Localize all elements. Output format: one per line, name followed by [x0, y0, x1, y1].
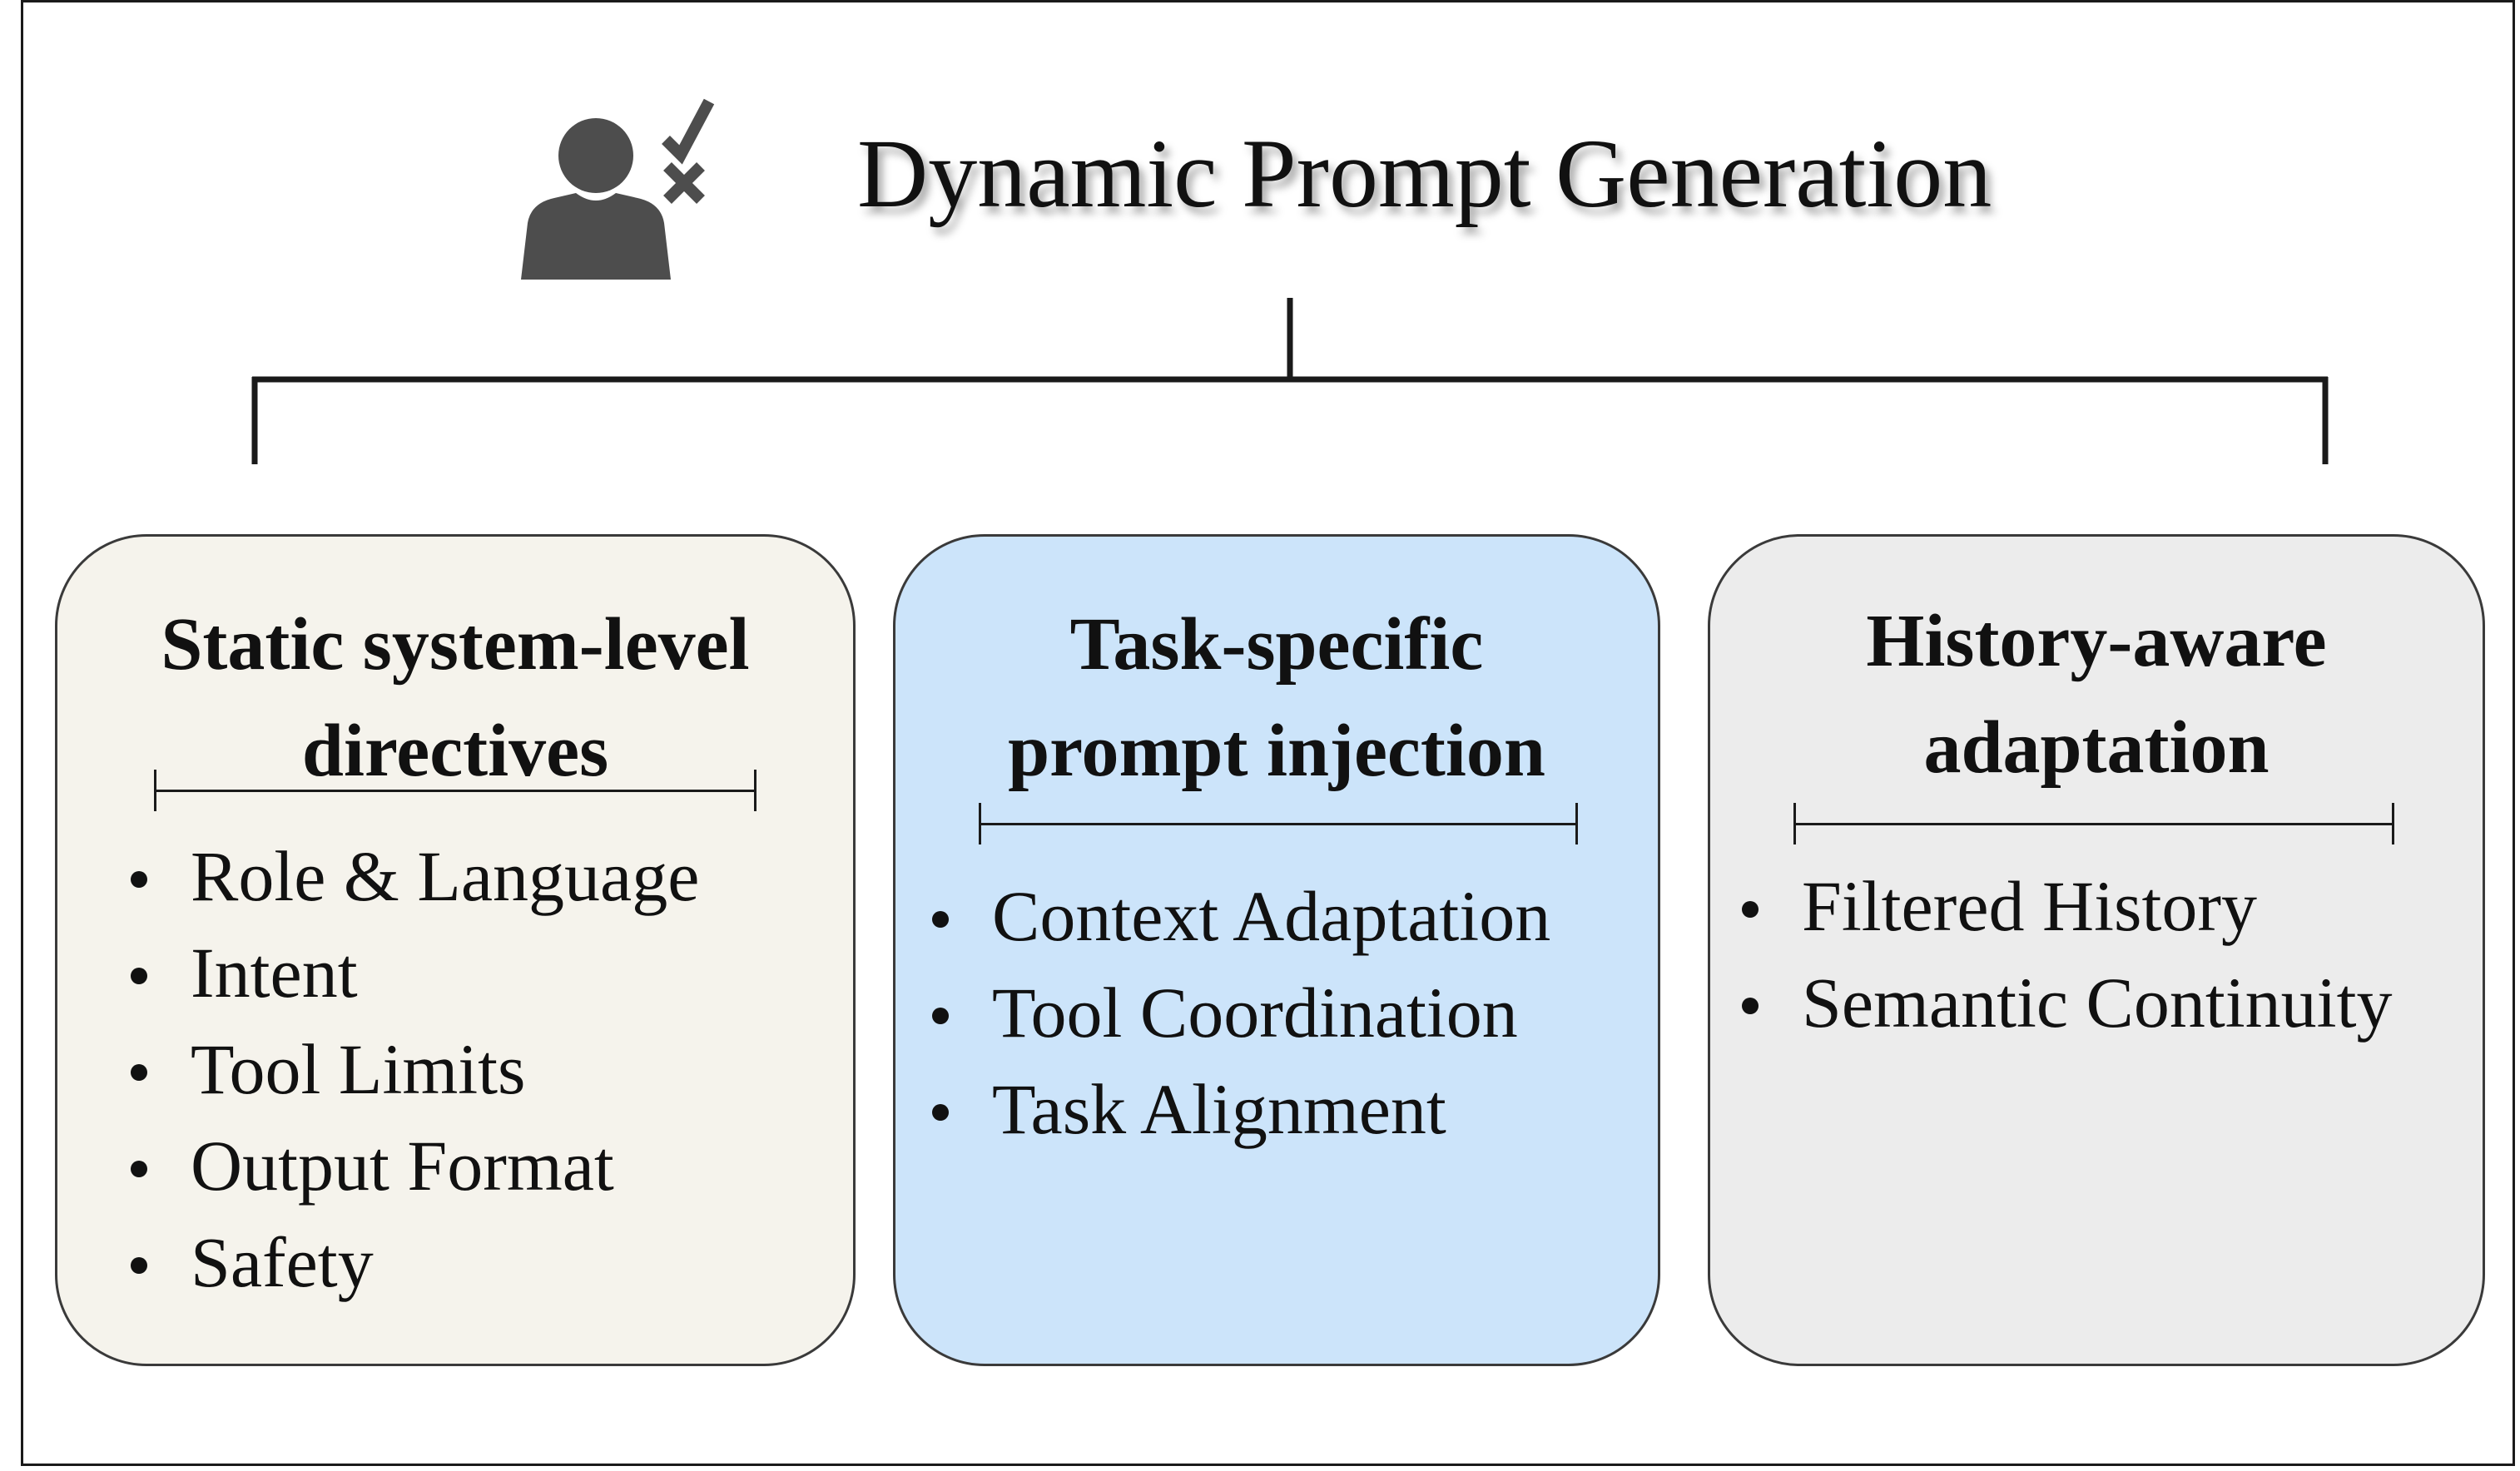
list-item: Task Alignment [900, 1061, 1550, 1157]
bullet-list: Context Adaptation Tool Coordination Tas… [900, 868, 1550, 1157]
bullet-icon [131, 1257, 147, 1274]
card-title-line: prompt injection [1008, 710, 1545, 792]
bullet-icon [1742, 998, 1759, 1014]
list-item-text: Tool Coordination [992, 973, 1518, 1052]
card-title-line: directives [301, 710, 609, 792]
card-divider [154, 770, 756, 811]
diagram-frame [21, 0, 2515, 1466]
list-item: Output Format [99, 1117, 699, 1214]
list-item: Role & Language [99, 828, 699, 924]
bullet-icon [932, 911, 949, 928]
list-item: Safety [99, 1214, 699, 1310]
list-item: Tool Coordination [900, 964, 1550, 1061]
list-item-text: Intent [191, 933, 358, 1013]
list-item-text: Filtered History [1802, 866, 2257, 946]
list-item: Context Adaptation [900, 868, 1550, 964]
list-item-text: Semantic Continuity [1802, 963, 2393, 1043]
list-item-text: Tool Limits [191, 1029, 526, 1109]
bullet-icon [131, 1161, 147, 1177]
card-title: Static system-level directives [57, 592, 853, 805]
list-item: Semantic Continuity [1710, 954, 2392, 1051]
diagram-title: Dynamic Prompt Generation [857, 119, 1992, 228]
list-item-text: Safety [191, 1222, 374, 1302]
card-history-adaptation: History-aware adaptation Filtered Histor… [1708, 534, 2485, 1366]
card-divider [979, 803, 1578, 844]
card-divider [1793, 803, 2394, 844]
bullet-icon [131, 1064, 147, 1081]
card-title-line: adaptation [1923, 706, 2269, 789]
card-static-directives: Static system-level directives Role & La… [55, 534, 856, 1366]
bullet-icon [131, 968, 147, 984]
list-item-text: Context Adaptation [992, 876, 1551, 956]
bullet-icon [932, 1008, 949, 1024]
list-item-text: Task Alignment [992, 1069, 1446, 1149]
person-check-cross-icon [521, 98, 715, 280]
list-item-text: Output Format [191, 1126, 614, 1206]
bullet-icon [932, 1104, 949, 1121]
card-title-line: Static system-level [161, 603, 750, 686]
list-item-text: Role & Language [191, 836, 700, 916]
bullet-list: Role & Language Intent Tool Limits Outpu… [99, 828, 699, 1310]
card-title: Task-specific prompt injection [895, 592, 1658, 805]
card-title: History-aware adaptation [1710, 588, 2483, 801]
bullet-icon [1742, 901, 1759, 918]
list-item: Intent [99, 924, 699, 1021]
bullet-icon [131, 871, 147, 888]
list-item: Filtered History [1710, 858, 2392, 954]
card-title-line: History-aware [1866, 600, 2327, 682]
bullet-list: Filtered History Semantic Continuity [1710, 858, 2392, 1051]
card-title-line: Task-specific [1069, 603, 1484, 686]
list-item: Tool Limits [99, 1021, 699, 1117]
card-task-injection: Task-specific prompt injection Context A… [893, 534, 1660, 1366]
